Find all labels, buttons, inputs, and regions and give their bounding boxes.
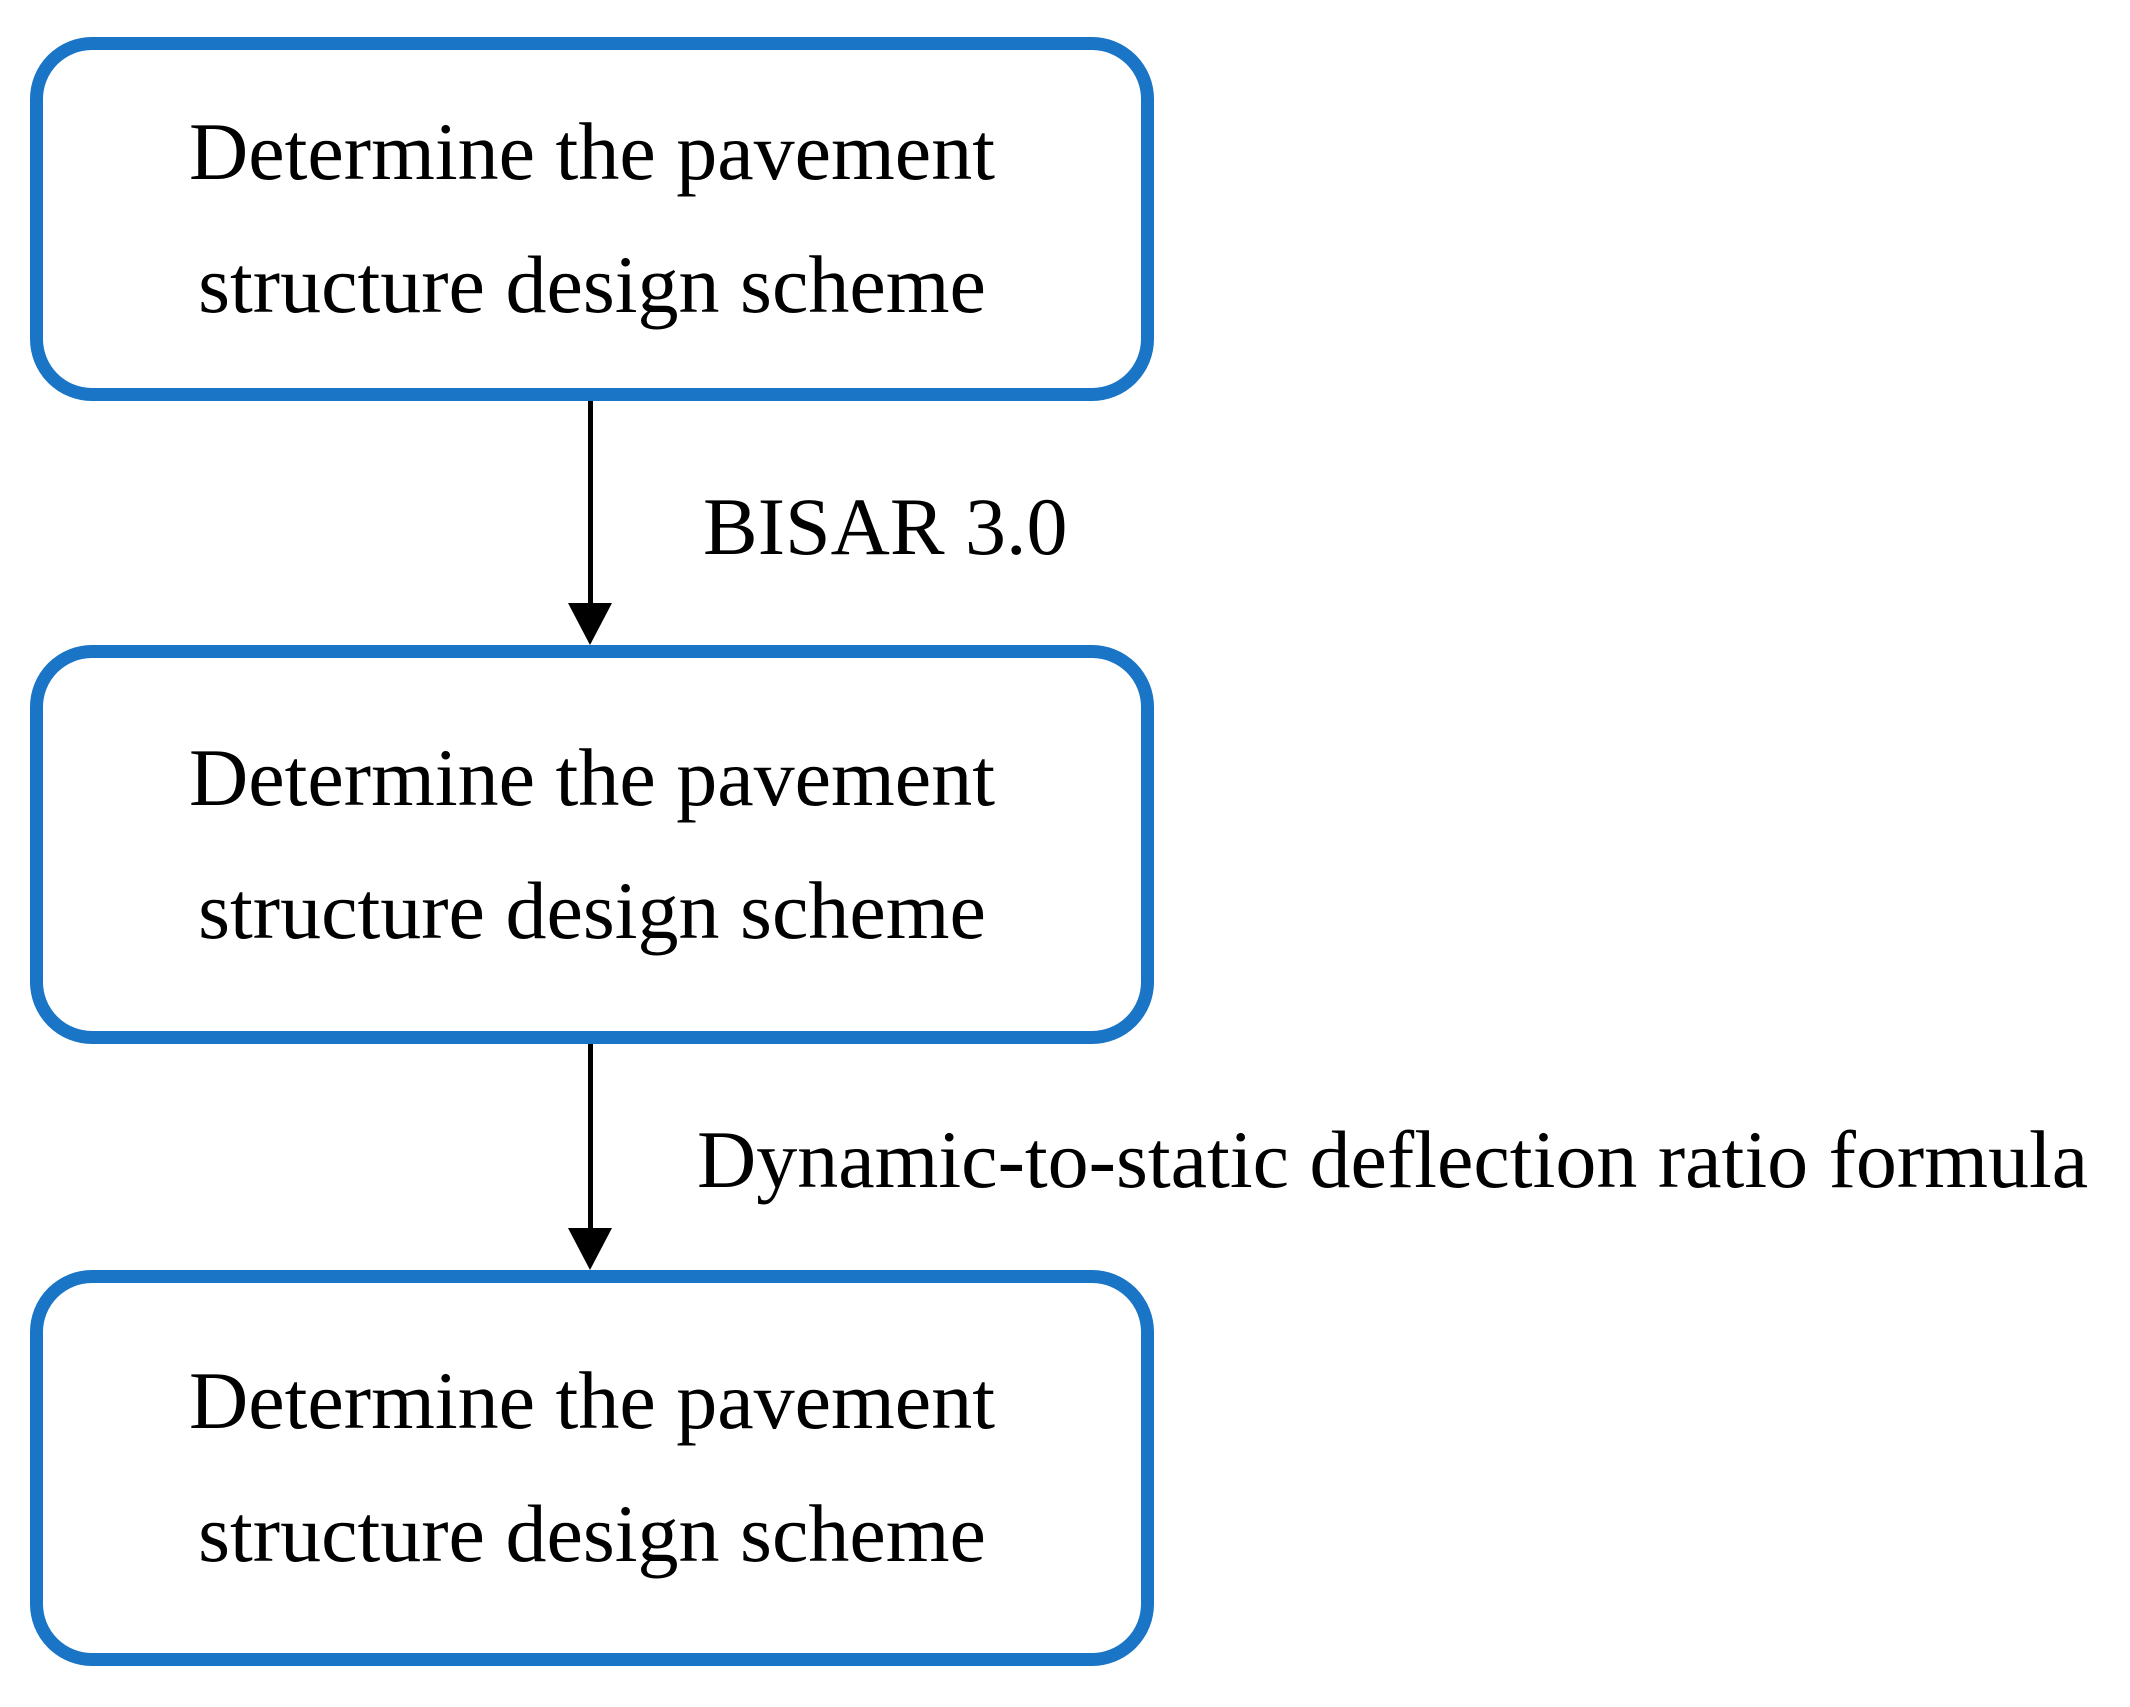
arrow-1-down-arrowhead-icon	[568, 603, 612, 645]
flow-box-step-3: Determine the pavement structure design …	[30, 1270, 1154, 1666]
flow-box-step-3-label: Determine the pavement structure design …	[189, 1355, 995, 1579]
arrow-1-label: BISAR 3.0	[703, 481, 1068, 572]
flow-box-step-2: Determine the pavement structure design …	[30, 645, 1154, 1044]
arrow-2-down-arrowhead-icon	[568, 1228, 612, 1270]
arrow-1-line	[588, 401, 593, 605]
flow-box-step-1: Determine the pavement structure design …	[30, 37, 1154, 401]
flow-box-step-1-label: Determine the pavement structure design …	[189, 106, 995, 330]
arrow-2-label: Dynamic-to-static deflection ratio formu…	[697, 1114, 2089, 1205]
flow-box-step-2-label: Determine the pavement structure design …	[189, 731, 995, 956]
arrow-2-line	[588, 1044, 593, 1230]
